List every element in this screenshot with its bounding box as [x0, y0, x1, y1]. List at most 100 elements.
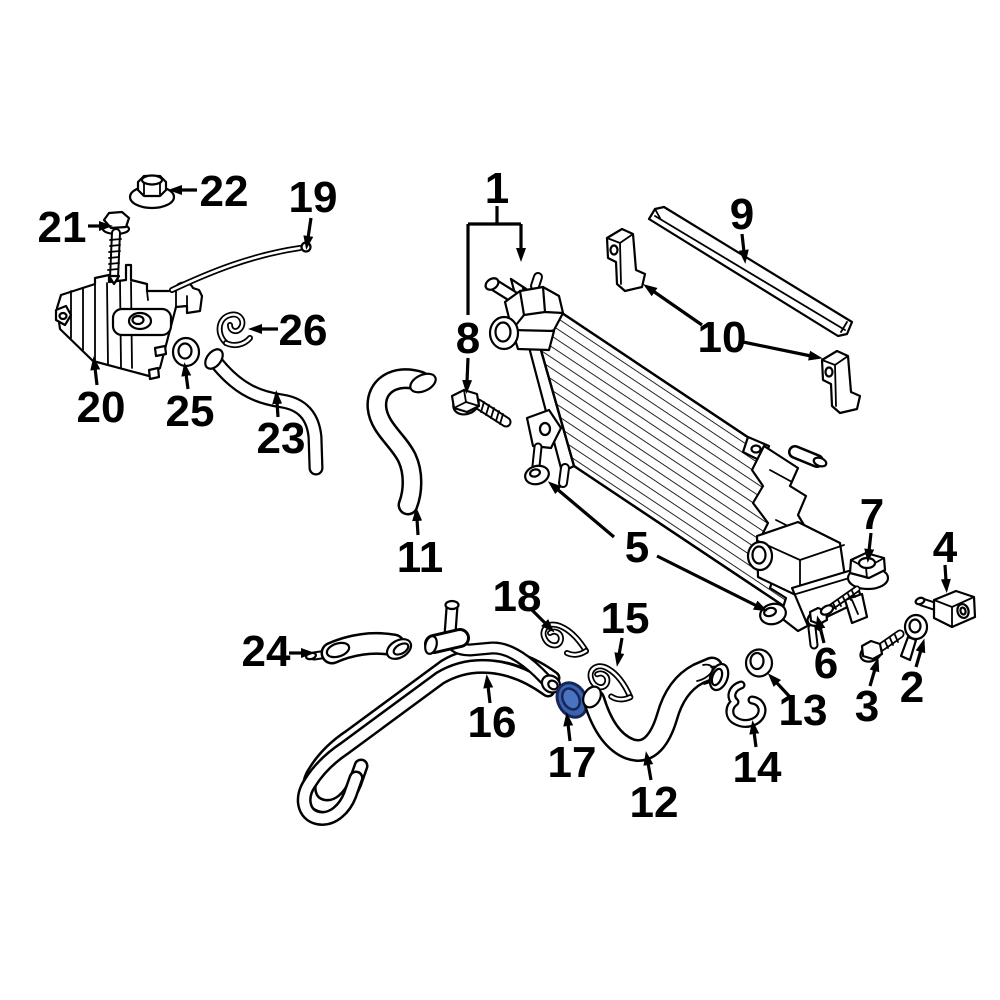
callout-5-label: 5 [625, 523, 649, 572]
callout-1-bracket [466, 206, 521, 315]
callout-5: 5 [547, 481, 768, 612]
callout-21-label: 21 [38, 203, 87, 252]
callout-25-arrow [181, 362, 192, 390]
callout-2-arrow [914, 638, 926, 668]
callout-3: 3 [855, 657, 880, 731]
callout-3-label: 3 [855, 682, 879, 731]
callout-2-label: 2 [900, 663, 924, 712]
part-1-radiator-assembly [484, 272, 869, 650]
callout-8-arrow [462, 357, 473, 394]
callout-7-label: 7 [860, 490, 884, 539]
callout-17: 17 [548, 712, 597, 787]
callout-11-arrow [412, 507, 423, 536]
part-2-ring-terminal [899, 613, 929, 662]
callout-16-label: 16 [468, 698, 517, 747]
part-7-flange-nut [846, 551, 890, 591]
callout-7: 7 [860, 490, 884, 563]
callout-10-label: 10 [698, 313, 747, 362]
callout-12-arrow [643, 751, 654, 781]
part-22-reservoir-cap [128, 174, 176, 210]
part-24-hose [305, 631, 413, 665]
part-10-bracket-left [605, 227, 647, 293]
callout-9-arrow [738, 233, 749, 264]
callout-25-label: 25 [166, 387, 215, 436]
part-9-air-deflector-strip [647, 205, 854, 338]
part-26-hose-clip [216, 311, 253, 349]
callout-13-arrow [767, 673, 792, 699]
callout-9: 9 [730, 190, 754, 264]
callout-23-label: 23 [257, 414, 306, 463]
callout-3-arrow [868, 657, 880, 687]
callout-25: 25 [166, 362, 215, 436]
callout-10-arrow-right [742, 340, 823, 361]
callout-12-label: 12 [630, 778, 679, 827]
callout-14-arrow [749, 720, 760, 748]
callout-5-arrow-right [656, 554, 768, 612]
radiator-left-mount-tab [525, 408, 563, 471]
callout-19-arrow [303, 217, 314, 250]
part-19-overflow-hose [169, 241, 312, 293]
callout-15-arrow [614, 637, 625, 667]
callout-6-arrow [815, 615, 826, 644]
callout-15-label: 15 [601, 594, 650, 643]
callout-17-arrow [563, 712, 574, 742]
callout-22-label: 22 [200, 167, 249, 216]
callout-6-label: 6 [814, 639, 838, 688]
callout-22: 22 [168, 167, 249, 216]
part-8-bolt [450, 388, 512, 428]
callout-14-label: 14 [733, 743, 782, 792]
callout-4-arrow [940, 564, 951, 593]
part-10-bracket-right [820, 349, 862, 415]
callout-9-label: 9 [730, 190, 754, 239]
callout-17-label: 17 [548, 738, 597, 787]
callout-19: 19 [289, 173, 338, 250]
callout-26: 26 [248, 306, 328, 355]
callout-2: 2 [900, 638, 926, 712]
callout-16-arrow [483, 674, 494, 704]
callout-4: 4 [933, 523, 958, 593]
part-11-hose [366, 368, 437, 516]
part-16-pipe-assembly [296, 599, 562, 826]
callout-24: 24 [242, 627, 315, 676]
part-17-oring-highlighted[interactable] [551, 678, 593, 723]
part-13-oring [744, 648, 774, 678]
part-4-sensor [914, 589, 977, 629]
callout-18-arrow [529, 607, 555, 633]
callout-24-label: 24 [242, 627, 291, 676]
callout-1-label: 1 [485, 164, 509, 213]
callout-13: 13 [767, 673, 827, 735]
part-5-grommet-left [524, 464, 550, 486]
callout-11: 11 [397, 507, 444, 582]
callout-1: 1 [466, 164, 526, 315]
part-20-coolant-reservoir [54, 263, 204, 381]
callout-10: 10 [643, 284, 823, 362]
callout-20-arrow [90, 356, 101, 386]
callout-8-label: 8 [456, 314, 480, 363]
callout-23: 23 [257, 390, 306, 463]
callout-6: 6 [814, 615, 838, 688]
part-15-retainer-clip [587, 663, 634, 703]
part-3-bolt [859, 629, 905, 663]
callout-8: 8 [456, 314, 480, 394]
callout-18: 18 [493, 572, 555, 633]
part-25-seal-ring [171, 336, 201, 368]
callout-5-arrow-left [547, 481, 616, 539]
callout-23-arrow [272, 390, 283, 418]
callout-4-label: 4 [933, 523, 958, 572]
part-18-retainer-clip [540, 621, 589, 658]
callout-12: 12 [630, 751, 679, 827]
radiator-filler-neck [484, 272, 565, 352]
part-12-lower-hose [582, 656, 730, 762]
part-14-spring-clip [725, 680, 767, 728]
callout-21: 21 [38, 203, 113, 252]
callout-11-label: 11 [397, 533, 444, 582]
callout-10-arrow-left [643, 284, 703, 327]
callout-20: 20 [77, 356, 125, 432]
callout-26-label: 26 [279, 306, 328, 355]
callout-7-arrow [864, 532, 875, 563]
callout-15: 15 [601, 594, 650, 667]
callout-19-label: 19 [289, 173, 338, 222]
callout-16: 16 [468, 674, 517, 747]
